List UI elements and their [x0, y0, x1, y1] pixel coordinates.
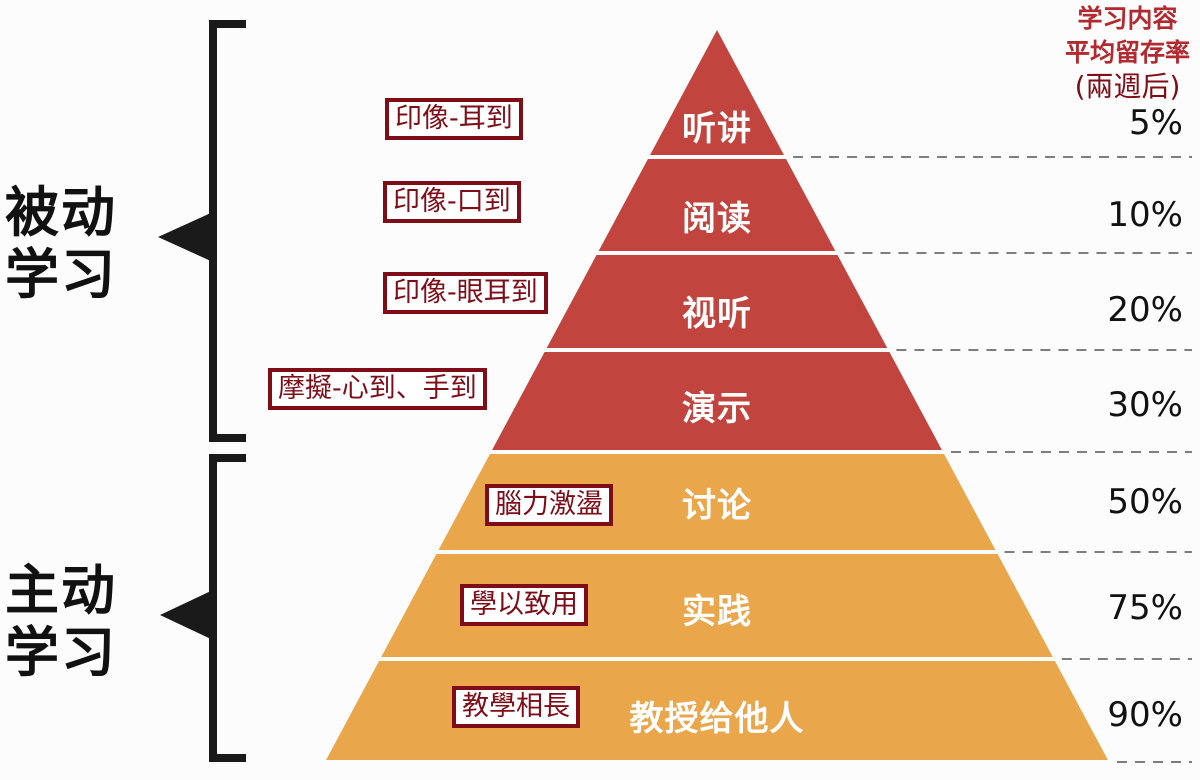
- layer-name: 阅读: [682, 199, 752, 239]
- passive-line1: 被动: [5, 181, 117, 244]
- header-line1: 学习内容: [1077, 4, 1178, 33]
- retention-value: 75%: [1107, 588, 1183, 628]
- pyramid-layer-3: [492, 352, 942, 450]
- layer-name: 讨论: [682, 486, 752, 526]
- retention-value: 50%: [1107, 482, 1183, 522]
- active-bracket: [209, 454, 246, 762]
- retention-value: 10%: [1107, 195, 1183, 235]
- pyramid-layer-5: [381, 554, 1053, 657]
- active-line1: 主动: [5, 559, 117, 622]
- method-tag: 印像-口到: [383, 181, 521, 223]
- pyramid-layer-0: [650, 30, 784, 155]
- method-tag: 教學相長: [452, 686, 580, 728]
- layer-name: 演示: [682, 389, 752, 429]
- pyramid-layer-2: [546, 255, 888, 348]
- active-bracket-pointer: [160, 590, 213, 640]
- layer-name: 视听: [682, 294, 752, 334]
- method-tag: 摩擬-心到、手到: [268, 368, 487, 410]
- passive-line2: 学习: [5, 243, 117, 306]
- active-learning-label: 主动 学习: [5, 560, 117, 684]
- retention-value: 5%: [1129, 103, 1183, 143]
- active-line2: 学习: [5, 621, 117, 684]
- retention-value: 20%: [1107, 290, 1183, 330]
- retention-value: 30%: [1107, 385, 1183, 425]
- passive-learning-label: 被动 学习: [5, 182, 117, 306]
- layer-name: 教授给他人: [629, 699, 805, 739]
- passive-bracket-pointer: [158, 212, 213, 262]
- retention-header: 学习内容 平均留存率 (兩週后): [1065, 2, 1190, 104]
- passive-bracket: [209, 20, 246, 442]
- header-line2: 平均留存率: [1064, 38, 1190, 67]
- layer-name: 听讲: [682, 109, 752, 149]
- method-tag: 腦力激盪: [485, 484, 613, 526]
- pyramid-layer-1: [598, 159, 836, 251]
- retention-value: 90%: [1107, 695, 1183, 735]
- pyramid-layer-4: [438, 454, 996, 550]
- layer-name: 实践: [682, 592, 752, 632]
- pyramid-layer-6: [326, 661, 1108, 760]
- header-line3: (兩週后): [1074, 70, 1181, 103]
- method-tag: 學以致用: [460, 584, 588, 626]
- method-tag: 印像-眼耳到: [383, 272, 548, 314]
- method-tag: 印像-耳到: [385, 98, 523, 140]
